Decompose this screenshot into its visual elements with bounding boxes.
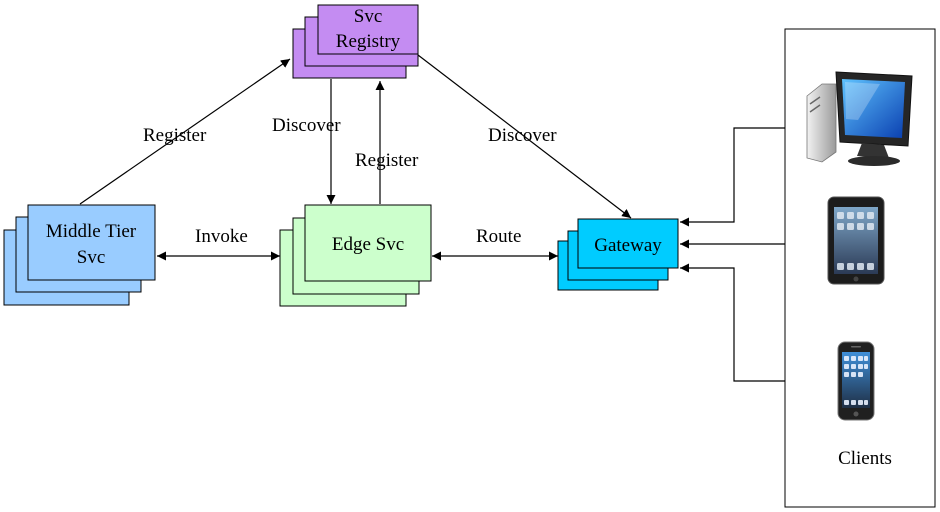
gateway-box	[577, 218, 679, 269]
svc-registry-label-line1: Svc	[354, 6, 383, 27]
gateway-label: Gateway	[594, 235, 662, 256]
middle-tier-label-line2: Svc	[77, 247, 106, 268]
edge-svc-box	[304, 204, 432, 282]
edge-svc-node: Edge Svc	[279, 204, 432, 307]
middle-tier-svc-node: Middle Tier Svc	[3, 204, 156, 306]
invoke-label: Invoke	[195, 226, 248, 247]
discover-label-gateway: Discover	[488, 125, 557, 146]
clients-container: Clients	[784, 28, 936, 508]
gateway-phone-arrow	[680, 263, 820, 386]
edge-labels: Register Discover Register Discover Invo…	[143, 115, 557, 247]
discover-arrow-gateway	[417, 54, 632, 219]
smartphone-icon	[837, 341, 875, 421]
svc-registry-label-line2: Registry	[336, 31, 401, 52]
gateway-node: Gateway	[557, 218, 679, 291]
desktop-computer-icon	[806, 71, 913, 166]
clients-label: Clients	[838, 448, 892, 469]
register-label-middle-tier: Register	[143, 125, 207, 146]
edge-svc-label: Edge Svc	[332, 234, 404, 255]
gateway-desktop-arrow	[680, 123, 798, 227]
discover-label-edge: Discover	[272, 115, 341, 136]
route-label: Route	[476, 226, 521, 247]
connectors	[79, 54, 820, 386]
register-arrow-middle-tier	[79, 58, 291, 205]
svc-registry-box	[317, 4, 419, 55]
middle-tier-label-line1: Middle Tier	[46, 221, 137, 242]
tablet-icon	[827, 196, 885, 285]
register-label-edge: Register	[355, 150, 419, 171]
middle-tier-box	[27, 204, 156, 281]
svc-registry-node: Svc Registry	[292, 4, 419, 79]
